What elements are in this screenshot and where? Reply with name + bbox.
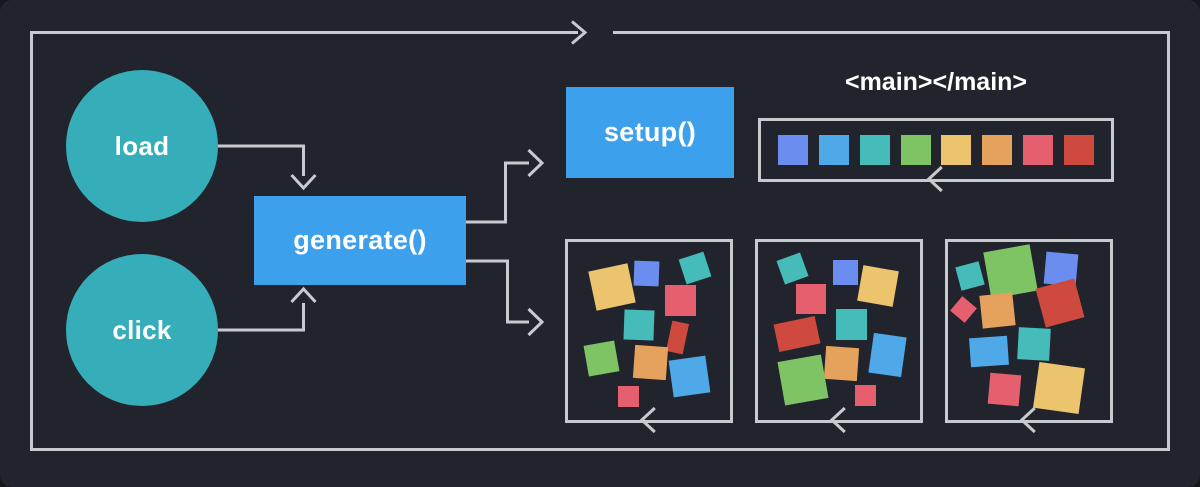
load-node-label: load — [114, 130, 170, 161]
scatter-square — [776, 252, 809, 285]
scatter-square — [1033, 362, 1085, 414]
load-to-generate-arrow — [216, 144, 305, 176]
scatter-square — [836, 309, 867, 340]
scatter-square — [583, 340, 620, 377]
arrowhead-up-icon — [290, 286, 317, 304]
scatter-square — [633, 260, 660, 287]
arrowhead-right-icon — [527, 148, 545, 178]
generated-frame-3 — [945, 239, 1113, 434]
load-node: load — [66, 70, 218, 222]
generate-to-setup-arrow — [466, 161, 529, 224]
loop-back-icon — [926, 165, 943, 193]
main-tag-label: <main></main> — [844, 68, 1028, 96]
arrowhead-down-icon — [290, 173, 317, 191]
arrowhead-right-icon — [527, 307, 545, 337]
squares-layer — [568, 242, 730, 420]
strip-square — [818, 135, 849, 165]
generate-node: generate() — [254, 196, 466, 285]
squares-layer — [948, 242, 1110, 420]
setup-node-label: setup() — [603, 117, 697, 147]
loop-back-icon — [1019, 406, 1036, 434]
scatter-square — [868, 332, 907, 378]
generate-node-label: generate() — [293, 225, 427, 255]
setup-node: setup() — [566, 87, 734, 178]
strip-square — [941, 135, 972, 165]
scatter-square — [823, 345, 860, 382]
scatter-square — [665, 285, 696, 316]
scatter-square — [618, 386, 639, 407]
scatter-square — [955, 261, 985, 291]
scatter-square — [950, 296, 977, 323]
generate-to-frames-arrow — [466, 259, 529, 324]
scatter-square — [632, 344, 669, 381]
scatter-square — [857, 265, 899, 307]
squares-layer — [758, 242, 920, 420]
scatter-square — [773, 315, 821, 353]
generated-frame-2 — [755, 239, 923, 434]
scatter-square — [588, 263, 636, 311]
scatter-square — [855, 385, 876, 406]
strip-square — [1063, 135, 1094, 165]
click-to-generate-arrow — [216, 303, 305, 332]
generated-frame-1 — [565, 239, 733, 434]
loop-back-icon — [639, 406, 656, 434]
scatter-square — [665, 320, 690, 355]
scatter-square — [1017, 327, 1051, 361]
strip-square — [1023, 135, 1054, 165]
loop-arrowhead-right-icon — [571, 20, 588, 45]
scatter-square — [1035, 278, 1085, 328]
scatter-square — [623, 309, 655, 341]
strip-square — [982, 135, 1013, 165]
click-node: click — [66, 254, 218, 406]
scatter-square — [969, 335, 1009, 368]
strip-square — [778, 135, 808, 165]
scatter-square — [983, 244, 1038, 299]
scatter-square — [833, 260, 858, 285]
main-strip-frame — [758, 118, 1114, 193]
scatter-square — [979, 292, 1016, 329]
click-node-label: click — [112, 314, 172, 345]
strip-square — [859, 135, 890, 165]
scatter-square — [777, 354, 829, 406]
loop-back-icon — [829, 406, 846, 434]
strip-square — [900, 135, 931, 165]
scatter-square — [678, 251, 712, 285]
scatter-square — [796, 284, 826, 314]
outer-loop-line — [30, 31, 1170, 451]
scatter-square — [668, 355, 711, 398]
